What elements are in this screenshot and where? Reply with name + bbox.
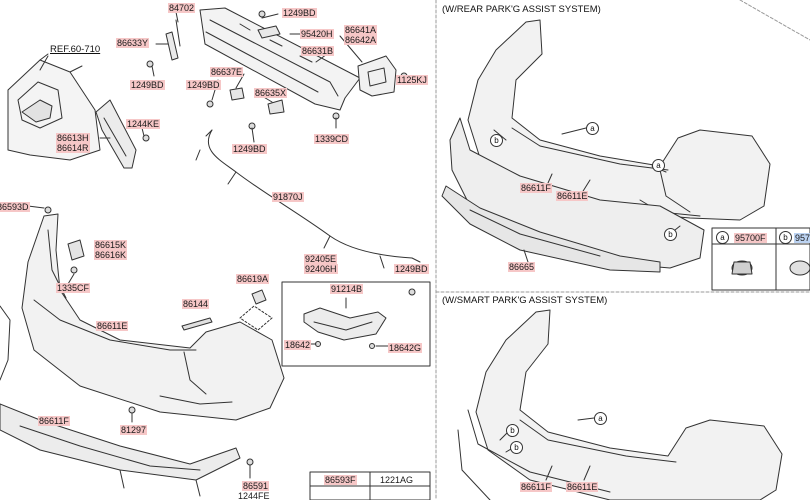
rear-park-bumper <box>441 19 771 273</box>
part-92405e[interactable]: 92405E <box>304 254 338 264</box>
smart-park-bumper <box>457 309 783 500</box>
part-92406h[interactable]: 92406H <box>304 264 338 274</box>
legend-callout-b: b <box>779 231 792 244</box>
part-86591[interactable]: 86591 <box>242 481 270 491</box>
part-86611f-left[interactable]: 86611F <box>38 416 70 426</box>
part-86611e-left[interactable]: 86611E <box>96 321 129 331</box>
ref-label[interactable]: REF.60-710 <box>50 44 101 55</box>
part-1249bd-a[interactable]: 1249BD <box>282 8 317 18</box>
part-86637e[interactable]: 86637E <box>210 67 244 77</box>
part-86611f-smart[interactable]: 86611F <box>520 482 552 492</box>
table-col1[interactable]: 86593F <box>324 475 357 485</box>
part-1125kj[interactable]: 1125KJ <box>396 75 428 85</box>
legend-callout-a: a <box>716 231 729 244</box>
part-91870j[interactable]: 91870J <box>272 192 304 202</box>
part-81297[interactable]: 81297 <box>120 425 148 435</box>
table-col2[interactable]: 1221AG <box>380 475 414 485</box>
part-1249bd-d[interactable]: 1249BD <box>232 144 267 154</box>
part-1249bd-e[interactable]: 1249BD <box>394 264 429 274</box>
part-91214b[interactable]: 91214B <box>330 284 364 294</box>
part-86593d[interactable]: 86593D <box>0 202 30 212</box>
lower-valance <box>0 403 241 497</box>
callout-b-smart-2[interactable]: b <box>510 441 523 454</box>
part-1249bd-c[interactable]: 1249BD <box>186 80 221 90</box>
part-95420h[interactable]: 95420H <box>300 29 334 39</box>
part-86613h[interactable]: 86613H <box>56 133 90 143</box>
part-86635x[interactable]: 86635X <box>254 88 288 98</box>
part-86615k[interactable]: 86615K <box>94 240 128 250</box>
part-18642g[interactable]: 18642G <box>388 343 423 353</box>
part-86665[interactable]: 86665 <box>508 262 536 272</box>
part-86144[interactable]: 86144 <box>182 299 210 309</box>
part-86614r[interactable]: 86614R <box>56 143 90 153</box>
part-1335cf[interactable]: 1335CF <box>56 283 91 293</box>
part-86631b[interactable]: 86631B <box>301 46 335 56</box>
part-84702[interactable]: 84702 <box>168 3 196 13</box>
part-86611e-rear[interactable]: 86611E <box>556 191 589 201</box>
sensor-b <box>789 260 810 276</box>
part-18642[interactable]: 18642 <box>284 340 312 350</box>
sensor-a <box>731 260 753 276</box>
part-86611f-rear[interactable]: 86611F <box>520 183 552 193</box>
callout-a-rear-2[interactable]: a <box>652 159 665 172</box>
callout-b-rear-2[interactable]: b <box>664 228 677 241</box>
part-86641a[interactable]: 86641A <box>344 25 378 35</box>
rear-park-title: (W/REAR PARK'G ASSIST SYSTEM) <box>440 4 603 15</box>
part-86611e-smart[interactable]: 86611E <box>566 482 599 492</box>
part-1249bd-b[interactable]: 1249BD <box>130 80 165 90</box>
part-1339cd[interactable]: 1339CD <box>314 134 350 144</box>
part-1244ke[interactable]: 1244KE <box>126 119 161 129</box>
part-86642a[interactable]: 86642A <box>344 35 378 45</box>
callout-a-rear-1[interactable]: a <box>586 122 599 135</box>
part-1244fe[interactable]: 1244FE <box>238 491 270 501</box>
legend-b-code[interactable]: 957 <box>794 233 810 243</box>
callout-b-rear-1[interactable]: b <box>490 134 503 147</box>
legend-a-code[interactable]: 95700F <box>734 233 767 243</box>
callout-b-smart-1[interactable]: b <box>506 424 519 437</box>
part-86619a[interactable]: 86619A <box>236 274 270 284</box>
bumper-beam <box>199 7 361 111</box>
rear-reflector <box>303 307 387 341</box>
part-86616k[interactable]: 86616K <box>94 250 128 260</box>
part-86633y[interactable]: 86633Y <box>116 38 150 48</box>
callout-a-smart[interactable]: a <box>594 412 607 425</box>
smart-park-title: (W/SMART PARK'G ASSIST SYSTEM) <box>440 295 610 306</box>
